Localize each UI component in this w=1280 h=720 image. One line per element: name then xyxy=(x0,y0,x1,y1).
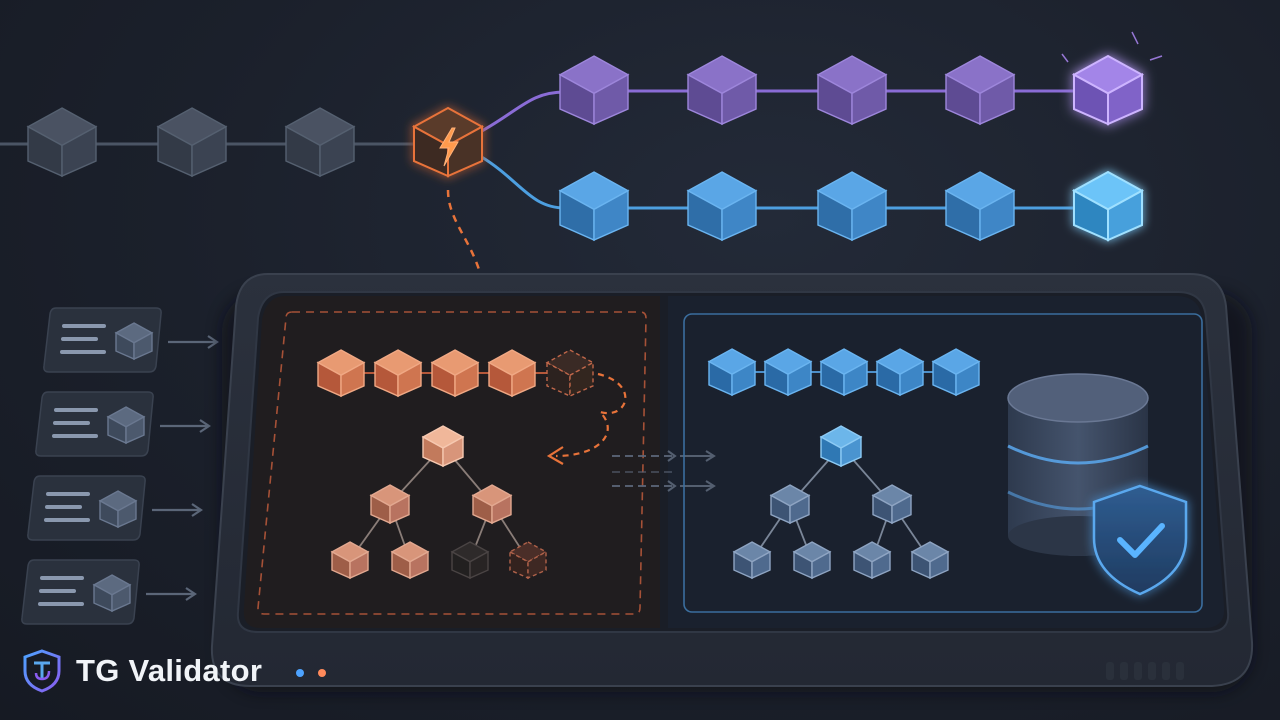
fork-point-block xyxy=(411,106,485,178)
rebuild-block xyxy=(430,349,480,398)
rebuild-block xyxy=(373,349,423,398)
tree-leaf-empty xyxy=(450,541,490,580)
brand: TG Validator xyxy=(22,648,327,694)
arrow-right-icon xyxy=(199,419,211,433)
blue-head-block xyxy=(1071,170,1145,242)
rollback-arrow xyxy=(555,372,627,458)
shield-check-icon xyxy=(1092,484,1188,596)
tree-node xyxy=(871,484,913,525)
validated-block xyxy=(819,348,869,397)
fork-chain-purple xyxy=(558,54,1145,126)
purple-block xyxy=(686,55,758,126)
card-block-icon xyxy=(114,322,154,361)
transaction-card xyxy=(27,475,203,541)
transaction-card xyxy=(21,559,197,625)
purple-block xyxy=(944,55,1016,126)
document-lines-icon xyxy=(52,408,98,438)
device-vents xyxy=(1106,662,1184,680)
brand-name: TG Validator xyxy=(76,653,263,688)
status-dot-orange xyxy=(318,669,327,677)
tree-leaf xyxy=(852,541,892,580)
arrow-right-icon xyxy=(185,587,197,601)
blue-block xyxy=(558,171,630,242)
card-block-icon xyxy=(106,406,146,445)
tree-leaf xyxy=(910,541,950,580)
status-dot-blue xyxy=(296,669,305,677)
transaction-card xyxy=(35,391,211,457)
sparkle-icon xyxy=(1061,31,1163,63)
rebuild-block xyxy=(316,349,366,398)
purple-block xyxy=(558,55,630,126)
fork-arrow xyxy=(446,189,488,321)
canonical-block xyxy=(26,107,98,178)
tree-node xyxy=(471,484,513,525)
arrow-right-icon xyxy=(207,335,219,349)
purple-head-block xyxy=(1071,54,1145,126)
validated-block xyxy=(707,348,757,397)
validated-block xyxy=(931,348,981,397)
card-block-icon xyxy=(92,574,132,613)
validated-panel xyxy=(683,313,1203,613)
blue-block xyxy=(686,171,758,242)
blue-block xyxy=(816,171,888,242)
tree-leaf xyxy=(732,541,772,580)
document-lines-icon xyxy=(38,576,84,606)
tree-node xyxy=(769,484,811,525)
tree-leaf xyxy=(330,541,370,580)
document-lines-icon xyxy=(44,492,90,522)
transaction-cards xyxy=(21,307,219,625)
pending-block xyxy=(545,349,595,398)
canonical-block xyxy=(156,107,228,178)
document-lines-icon xyxy=(60,324,106,354)
sync-arrows xyxy=(612,450,716,492)
arrow-right-icon xyxy=(191,503,203,517)
canonical-block xyxy=(284,107,356,178)
tree-node xyxy=(369,484,411,525)
validated-block xyxy=(763,348,813,397)
tree-root xyxy=(819,425,863,468)
validated-block xyxy=(875,348,925,397)
tg-shield-logo-icon xyxy=(23,649,61,693)
tree-leaf xyxy=(390,541,430,580)
tree-root xyxy=(421,425,465,468)
fork-chain-blue xyxy=(558,170,1145,242)
transaction-card xyxy=(43,307,219,373)
lightning-bolt-icon xyxy=(439,127,459,167)
fork-block xyxy=(411,106,485,178)
rebuild-block xyxy=(487,349,537,398)
purple-block xyxy=(816,55,888,126)
blue-block xyxy=(944,171,1016,242)
tree-leaf xyxy=(792,541,832,580)
tree-leaf-pending xyxy=(508,541,548,580)
canonical-chain xyxy=(26,107,356,178)
card-block-icon xyxy=(98,490,138,529)
rebuild-panel xyxy=(257,311,647,615)
brand-dots xyxy=(296,669,327,677)
